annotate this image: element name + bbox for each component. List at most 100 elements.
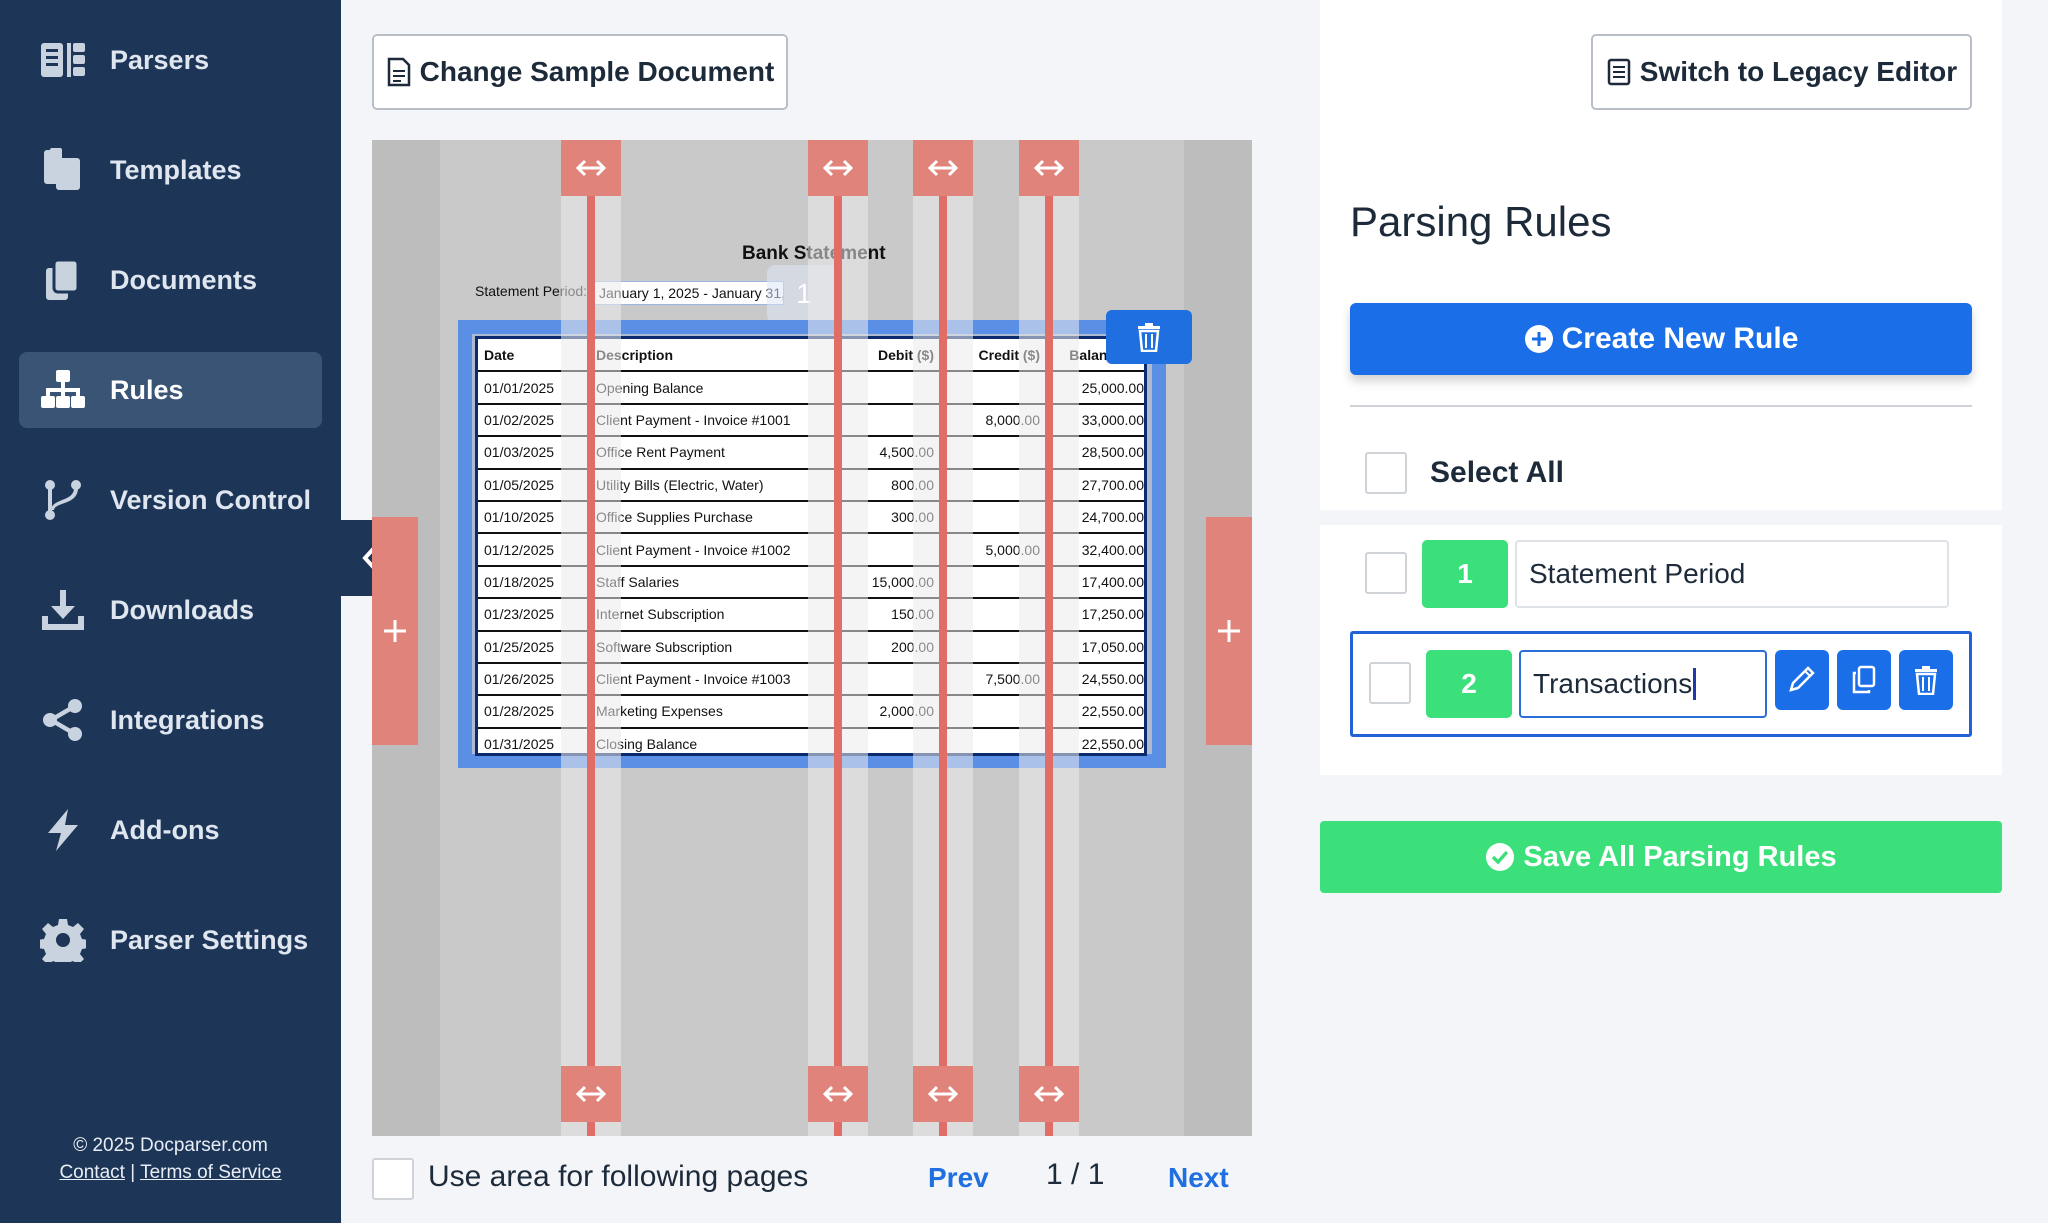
rule-1-checkbox[interactable] bbox=[1365, 552, 1407, 594]
edit-rule-button[interactable] bbox=[1775, 650, 1829, 710]
nav-templates[interactable]: Templates bbox=[19, 132, 322, 208]
table-cell: Client Payment - Invoice #1002 bbox=[589, 533, 837, 567]
table-cell: Internet Subscription bbox=[589, 598, 837, 632]
column-resize-handle[interactable] bbox=[1019, 140, 1079, 196]
rule-2-name-field[interactable]: Transactions bbox=[1519, 650, 1767, 718]
table-header-cell: Description bbox=[589, 339, 837, 373]
nav-addons-label: Add-ons bbox=[110, 814, 220, 845]
plus-circle-icon bbox=[1524, 325, 1553, 353]
nav-parsers-label: Parsers bbox=[110, 44, 210, 75]
nav-addons[interactable]: Add-ons bbox=[19, 792, 322, 868]
footer-separator: | bbox=[130, 1162, 136, 1183]
create-new-rule-button[interactable]: Create New Rule bbox=[1350, 303, 1972, 375]
duplicate-rule-button[interactable] bbox=[1837, 650, 1891, 710]
resize-horizontal-icon bbox=[927, 159, 959, 177]
version-control-icon bbox=[39, 478, 87, 522]
trash-icon bbox=[1138, 323, 1160, 352]
resize-horizontal-icon bbox=[575, 1085, 607, 1103]
prev-page-link[interactable]: Prev bbox=[928, 1162, 989, 1193]
gear-icon bbox=[39, 918, 87, 962]
resize-horizontal-icon bbox=[575, 159, 607, 177]
column-resize-handle[interactable] bbox=[808, 1066, 868, 1122]
nav-version-control-label: Version Control bbox=[110, 484, 312, 515]
nav-integrations[interactable]: Integrations bbox=[19, 682, 322, 758]
next-page-link[interactable]: Next bbox=[1168, 1162, 1229, 1193]
table-cell: Utility Bills (Electric, Water) bbox=[589, 468, 837, 502]
resize-horizontal-icon bbox=[822, 159, 854, 177]
column-resize-handle[interactable] bbox=[561, 140, 621, 196]
copy-icon bbox=[1852, 665, 1876, 694]
save-all-rules-button[interactable]: Save All Parsing Rules bbox=[1320, 821, 2002, 893]
table-cell: Client Payment - Invoice #1001 bbox=[589, 403, 837, 438]
trash-icon bbox=[1915, 666, 1937, 695]
change-sample-document-button[interactable]: Change Sample Document bbox=[372, 34, 788, 110]
column-divider-4[interactable] bbox=[1045, 140, 1053, 1136]
download-icon bbox=[39, 588, 87, 632]
nav-documents-label: Documents bbox=[110, 264, 258, 295]
nav-templates-label: Templates bbox=[110, 154, 242, 185]
contact-link[interactable]: Contact bbox=[59, 1162, 125, 1183]
column-resize-handle[interactable] bbox=[1019, 1066, 1079, 1122]
table-cell: Software Subscription bbox=[589, 630, 837, 664]
table-cell: Closing Balance bbox=[589, 727, 837, 753]
bolt-icon bbox=[39, 808, 87, 852]
resize-horizontal-icon bbox=[927, 1085, 959, 1103]
page-indicator: 1 / 1 bbox=[1046, 1158, 1105, 1191]
nav-integrations-label: Integrations bbox=[110, 704, 265, 735]
resize-horizontal-icon bbox=[822, 1085, 854, 1103]
nav-downloads-label: Downloads bbox=[110, 594, 255, 625]
nav-parser-settings-label: Parser Settings bbox=[110, 924, 309, 955]
column-divider-3[interactable] bbox=[939, 140, 947, 1136]
resize-horizontal-icon bbox=[1033, 159, 1065, 177]
terms-link[interactable]: Terms of Service bbox=[140, 1162, 282, 1183]
panel-title: Parsing Rules bbox=[1350, 198, 1612, 245]
switch-legacy-editor-button-overlay[interactable]: Switch to Legacy Editor bbox=[1591, 34, 1972, 110]
parsers-icon bbox=[39, 38, 87, 82]
select-all-label: Select All bbox=[1430, 456, 1564, 489]
text-caret bbox=[1693, 668, 1697, 700]
pencil-icon bbox=[1789, 666, 1815, 692]
rule-2-name-text: Transactions bbox=[1533, 668, 1693, 699]
chevron-left-icon bbox=[362, 545, 377, 571]
rule-1-number-badge: 1 bbox=[1422, 540, 1508, 608]
sidebar: Parsers Templates Documents Rules Versio… bbox=[0, 0, 341, 1223]
rule-1-name-field[interactable]: Statement Period bbox=[1515, 540, 1949, 608]
column-divider-1[interactable] bbox=[587, 140, 595, 1136]
column-divider-2[interactable] bbox=[834, 140, 842, 1136]
table-cell: Marketing Expenses bbox=[589, 695, 837, 729]
nav-parsers[interactable]: Parsers bbox=[19, 22, 322, 98]
column-resize-handle[interactable] bbox=[913, 140, 973, 196]
documents-icon bbox=[39, 258, 87, 302]
panel-separator bbox=[1320, 510, 2002, 525]
delete-area-button[interactable] bbox=[1106, 310, 1192, 364]
resize-horizontal-icon bbox=[1033, 1085, 1065, 1103]
nav-parser-settings[interactable]: Parser Settings bbox=[19, 902, 322, 978]
document-preview[interactable]: Bank Statement Statement Period: January… bbox=[372, 140, 1252, 1136]
table-cell: Client Payment - Invoice #1003 bbox=[589, 662, 837, 697]
nav-downloads[interactable]: Downloads bbox=[19, 572, 322, 648]
share-icon bbox=[39, 698, 87, 742]
column-resize-handle[interactable] bbox=[808, 140, 868, 196]
column-resize-handle[interactable] bbox=[913, 1066, 973, 1122]
add-column-left-button[interactable] bbox=[372, 517, 418, 745]
column-resize-handle[interactable] bbox=[561, 1066, 621, 1122]
nav-rules[interactable]: Rules bbox=[19, 352, 322, 428]
nav-rules-label: Rules bbox=[110, 374, 184, 405]
save-all-rules-label: Save All Parsing Rules bbox=[1523, 840, 1837, 873]
rules-icon bbox=[39, 368, 87, 412]
add-column-right-button[interactable] bbox=[1206, 517, 1252, 745]
statement-period-value[interactable]: January 1, 2025 - January 31, 2025 bbox=[594, 281, 784, 305]
table-cell: Opening Balance bbox=[589, 371, 837, 405]
editor-icon bbox=[1607, 58, 1631, 86]
templates-icon bbox=[39, 148, 87, 192]
use-area-checkbox[interactable] bbox=[372, 1158, 414, 1200]
use-area-label: Use area for following pages bbox=[428, 1160, 809, 1193]
delete-rule-button[interactable] bbox=[1899, 650, 1953, 710]
rule-2-checkbox[interactable] bbox=[1369, 662, 1411, 704]
nav-documents[interactable]: Documents bbox=[19, 242, 322, 318]
sidebar-footer: © 2025 Docparser.com Contact | Terms of … bbox=[0, 1132, 341, 1186]
copyright-text: © 2025 Docparser.com bbox=[73, 1135, 268, 1156]
select-all-checkbox[interactable] bbox=[1365, 452, 1407, 494]
nav-version-control[interactable]: Version Control bbox=[19, 462, 322, 538]
create-new-rule-label: Create New Rule bbox=[1561, 322, 1799, 355]
